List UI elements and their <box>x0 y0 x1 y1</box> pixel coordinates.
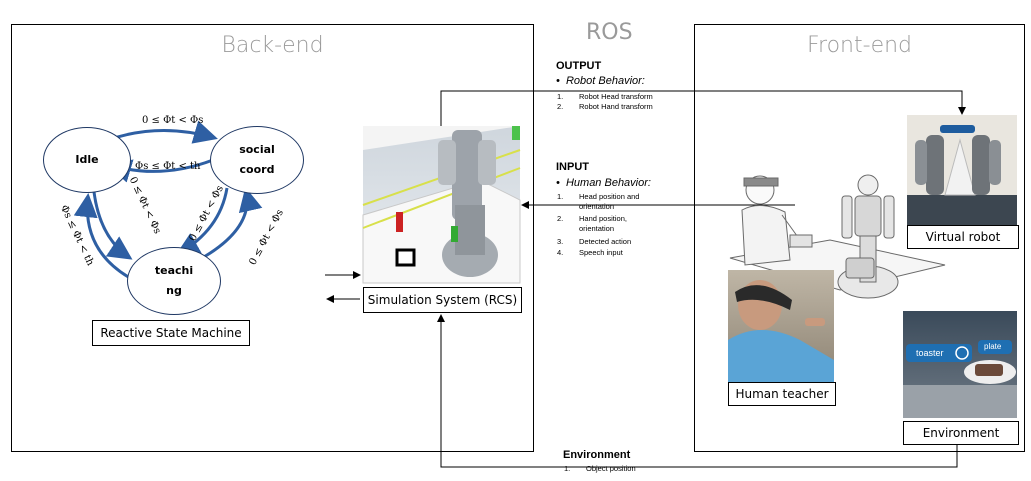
virtual-robot-image <box>907 115 1017 225</box>
state-social-label-2: coord <box>239 163 275 176</box>
input-item-3-line1: Detected action <box>579 237 632 246</box>
input-item-4-num: 4. <box>557 248 564 257</box>
environment-heading: Environment <box>563 449 631 461</box>
state-teaching: teachi ng <box>127 247 221 315</box>
output-item-2-num: 2. <box>557 102 564 111</box>
condition-social-to-idle: Φs ≤ Φt < th <box>135 161 201 172</box>
output-item-1-text: Robot Head transform <box>579 92 653 101</box>
env-photo-text-toaster: toaster <box>916 348 944 358</box>
input-item-3-num: 3. <box>557 237 564 246</box>
output-item-1-num: 1. <box>557 92 564 101</box>
simulation-image <box>362 126 521 284</box>
condition-idle-to-social: 0 ≤ Φt < Φs <box>142 115 204 126</box>
environment-image <box>903 311 1017 418</box>
input-item-1-line1: Head position and <box>579 192 640 201</box>
state-idle-label: Idle <box>75 153 99 166</box>
input-item-2: 2. Hand position,orientation <box>557 214 627 234</box>
human-teacher-label: Human teacher <box>728 382 836 406</box>
input-item-3: 3. Detected action <box>557 237 631 247</box>
state-social-coord: social coord <box>210 126 304 194</box>
state-social-label-1: social <box>239 143 275 156</box>
input-item-1-line2: orientation <box>579 202 615 211</box>
state-teaching-label-2: ng <box>166 284 182 297</box>
output-item-2: 2. Robot Hand transform <box>557 102 653 112</box>
backend-title: Back-end <box>221 33 324 58</box>
frontend-title: Front-end <box>806 33 913 58</box>
sketch-illustration <box>729 174 946 299</box>
input-item-1-num: 1. <box>557 192 564 201</box>
output-bullet: • Robot Behavior: <box>556 75 645 87</box>
input-item-2-num: 2. <box>557 214 564 223</box>
output-heading: OUTPUT <box>556 60 602 72</box>
input-heading: INPUT <box>556 161 589 173</box>
input-bullet: • Human Behavior: <box>556 177 651 189</box>
environment-label: Environment <box>903 421 1019 445</box>
virtual-robot-label: Virtual robot <box>907 225 1019 249</box>
output-item-1: 1. Robot Head transform <box>557 92 653 102</box>
environment-item-1-num: 1. <box>564 464 571 473</box>
input-item-2-line2: orientation <box>579 224 615 233</box>
input-item-4: 4. Speech input <box>557 248 623 258</box>
input-item-4-line1: Speech input <box>579 248 623 257</box>
simulation-label: Simulation System (RCS) <box>363 287 522 313</box>
ros-title: ROS <box>586 20 633 45</box>
input-item-2-line1: Hand position, <box>579 214 627 223</box>
output-bullet-text: Robot Behavior: <box>565 75 645 87</box>
input-bullet-text: Human Behavior: <box>565 177 651 189</box>
state-machine-label: Reactive State Machine <box>92 320 250 346</box>
human-teacher-image <box>728 270 834 382</box>
environment-item-1: 1. Object position <box>564 464 636 474</box>
state-teaching-label-1: teachi <box>154 264 194 277</box>
environment-item-1-text: Object position <box>586 464 636 473</box>
output-item-2-text: Robot Hand transform <box>579 102 653 111</box>
state-idle: Idle <box>43 127 131 193</box>
env-photo-text-plate: plate <box>984 342 1002 351</box>
